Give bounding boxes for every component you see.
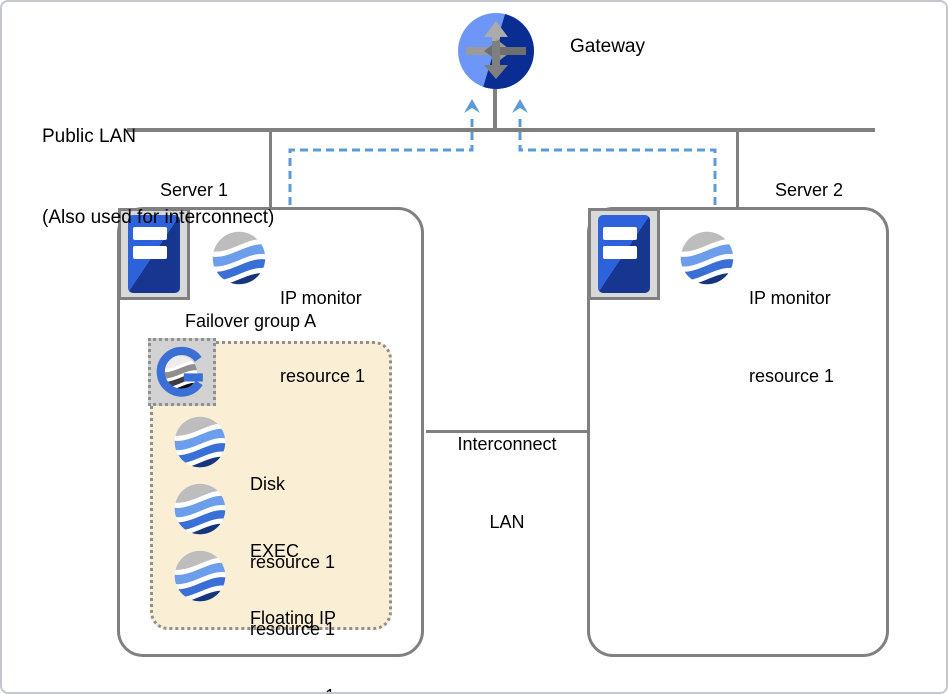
floating-ip-resource-line2: resource 1 [250, 683, 336, 692]
exec-resource-line1: EXEC [250, 541, 300, 561]
server1-ip-monitor-line2: resource 1 [280, 366, 366, 386]
exec-resource-globe-icon [173, 482, 227, 536]
exec-resource-line2: resource 1 [250, 619, 336, 639]
server2-ip-monitor-line1: IP monitor [749, 288, 831, 308]
gateway-router-icon [456, 11, 536, 91]
failover-group-label: Failover group A [185, 311, 317, 331]
server2-drop-line [736, 132, 739, 209]
disk-resource-line1: Disk [250, 474, 285, 494]
server2-ip-monitor-line2: resource 1 [749, 366, 835, 386]
server2-ip-monitor-globe-icon [679, 230, 735, 286]
interconnect-lan-label: Interconnect LAN [427, 379, 587, 587]
server1-ip-monitor-label: IP monitor resource 1 [280, 233, 365, 441]
server2-label: Server 2 [775, 180, 844, 200]
failover-group-icon-frame [148, 338, 216, 406]
disk-resource-globe-icon [173, 415, 227, 469]
floating-ip-resource-globe-icon [173, 549, 227, 603]
gateway-stem-line [493, 88, 497, 130]
arrow-up-head-right-icon [512, 99, 528, 113]
server2-ip-monitor-label: IP monitor resource 1 [749, 233, 834, 441]
public-lan-label-line2: (Also used for interconnect) [42, 207, 275, 228]
failover-group-g-icon [153, 343, 211, 401]
interconnect-lan-line2: LAN [489, 512, 525, 532]
server2-tower-icon [588, 208, 660, 300]
interconnect-lan-line1: Interconnect [457, 434, 557, 454]
arrow-up-head-left-icon [464, 99, 480, 113]
exec-resource-label: EXEC resource 1 [250, 486, 336, 692]
public-lan-label: Public LAN (Also used for interconnect) [42, 69, 274, 285]
floating-ip-resource-label: Floating IP resource 1 [250, 553, 337, 692]
server2-gateway-dashed-arrow [518, 114, 717, 205]
server1-ip-monitor-line1: IP monitor [280, 288, 362, 308]
server1-gateway-dashed-arrow [288, 114, 474, 205]
gateway-label: Gateway [570, 36, 645, 57]
disk-resource-label: Disk resource 1 [250, 419, 335, 627]
disk-resource-line2: resource 1 [250, 552, 336, 572]
server1-label: Server 1 [160, 180, 229, 200]
public-lan-label-line1: Public LAN [42, 126, 136, 147]
floating-ip-resource-line1: Floating IP [250, 608, 337, 628]
